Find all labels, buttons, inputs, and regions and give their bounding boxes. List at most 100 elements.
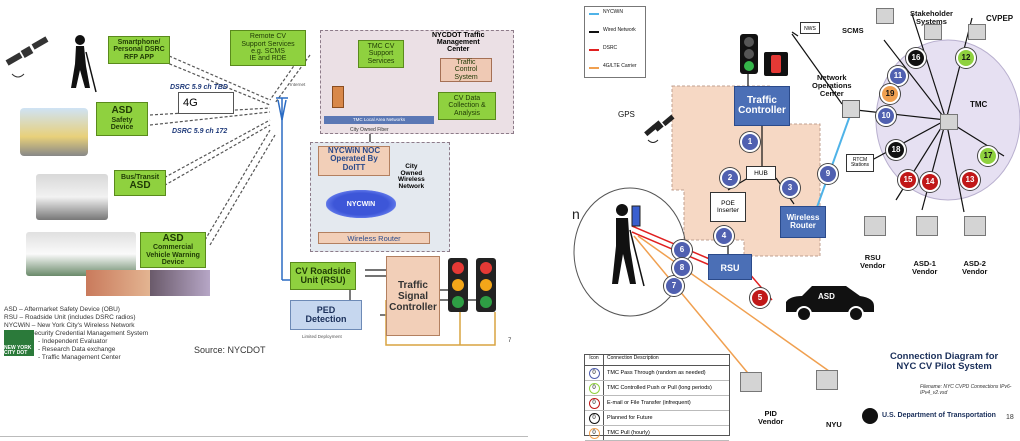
node-12: 12 xyxy=(956,48,976,68)
traffic-signal-icon xyxy=(448,258,468,312)
asd-safety-sub: Safety Device xyxy=(110,116,134,132)
tmc-label: TMC xyxy=(970,100,988,109)
legend-label: NYCWiN xyxy=(603,9,623,15)
node-2: 2 xyxy=(720,168,740,188)
left-legend: ASD – Aftermarket Safety Device (OBU) RS… xyxy=(4,306,204,362)
table-description-cell: TMC Pull (hourly) xyxy=(607,430,650,436)
asd-safety-title: ASD xyxy=(111,105,133,117)
node-4: 4 xyxy=(714,226,734,246)
table-row: 0 E-mail or File Transfer (infrequent) xyxy=(585,396,729,411)
server-icon xyxy=(816,370,838,390)
left-slide: Smartphone/ Personal DSRC RFP APP ASD Sa… xyxy=(0,30,528,437)
node-8: 8 xyxy=(672,258,692,278)
traffic-signal-icon xyxy=(740,34,758,74)
gps-label: GPS xyxy=(618,110,635,119)
ped-detection-box: PED Detection xyxy=(290,300,362,330)
bus-image xyxy=(36,174,108,220)
satellite-icon xyxy=(5,36,49,78)
node-3: 3 xyxy=(780,178,800,198)
pid-vendor-label: PID Vendor xyxy=(758,409,784,426)
filename-label: Filename: NYC CVPD Connections IPv6- IPv… xyxy=(920,384,1012,396)
nyu-label: NYU xyxy=(826,420,842,429)
fiber-label: City Owned Fiber xyxy=(350,127,389,133)
bus-transit-box: Bus/Transit ASD xyxy=(114,170,166,196)
table-icon-cell: 0 xyxy=(585,381,604,395)
node-5: 5 xyxy=(750,288,770,308)
node-17: 17 xyxy=(978,146,998,166)
server-icon xyxy=(964,216,986,236)
smartphone-box: Smartphone/ Personal DSRC RFP APP xyxy=(108,36,170,64)
wireless-router-box: Wireless Router xyxy=(780,206,826,238)
limited-label: Limited Deployment xyxy=(302,334,342,339)
server-icon xyxy=(842,100,860,118)
table-description-cell: E-mail or File Transfer (infrequent) xyxy=(607,400,691,406)
node-7: 7 xyxy=(664,276,684,296)
server-icon xyxy=(916,216,938,236)
truck-image xyxy=(26,232,136,276)
noc-label: Network Operations Center xyxy=(812,73,852,98)
taxi-image xyxy=(20,108,88,156)
table-row: 0 Planned for Future xyxy=(585,411,729,426)
usdot-label: U.S. Department of Transportation xyxy=(882,412,996,419)
legend-label: 4G/LTE Carrier xyxy=(603,63,637,69)
tsc-box: Traffic Signal Controller xyxy=(386,256,440,336)
legend-line: ASD – Aftermarket Safety Device (OBU) xyxy=(4,306,120,313)
scms-label: SCMS xyxy=(842,26,864,35)
fourg-box: 4G xyxy=(178,92,234,114)
dashboard-photo xyxy=(150,270,210,296)
table-description-cell: TMC Controlled Push or Pull (long period… xyxy=(607,385,712,391)
city-wireless-label: City Owned Wireless Network xyxy=(398,163,425,190)
connection-circle-icon: 0 xyxy=(588,427,600,439)
node-6: 6 xyxy=(672,240,692,260)
table-description-cell: TMC Pass Through (random as needed) xyxy=(607,370,706,376)
pedestrian-icon xyxy=(71,35,97,93)
legend-line: - Independent Evaluator xyxy=(38,338,108,345)
node-15: 15 xyxy=(898,170,918,190)
diagram-title: Connection Diagram for NYC CV Pilot Syst… xyxy=(890,351,999,373)
legend-label: DSRC xyxy=(603,45,618,51)
legend-line: - Research Data exchange xyxy=(38,346,116,353)
server-icon xyxy=(864,216,886,236)
server-icon xyxy=(968,24,986,40)
internet-label: Internet xyxy=(290,82,306,87)
noc-box: NYCWiN NOC Operated By DoITT xyxy=(318,146,390,176)
connection-circle-icon: 0 xyxy=(588,397,600,409)
stakeholder-label: Stakeholder Systems xyxy=(910,9,953,26)
node-16: 16 xyxy=(906,48,926,68)
legend-line: RSU – Roadside Unit (includes DSRC radio… xyxy=(4,314,136,321)
nycwin-cloud: NYCWIN xyxy=(326,190,396,218)
pedestrian-icon xyxy=(612,204,645,287)
node-1: 1 xyxy=(740,132,760,152)
node-18: 18 xyxy=(886,140,906,160)
legend-line: - Traffic Management Center xyxy=(38,354,121,361)
pedestrian-signal-icon xyxy=(764,52,788,76)
tmc-cv-box: TMC CV Support Services xyxy=(358,40,404,68)
left-page-number: 7 xyxy=(508,338,512,344)
table-header-cell: Icon xyxy=(585,355,604,365)
table-description-cell: Planned for Future xyxy=(607,415,653,421)
legend-swatch xyxy=(589,13,599,15)
server-icon xyxy=(940,114,958,130)
node-19: 19 xyxy=(880,84,900,104)
connection-circle-icon: 0 xyxy=(588,412,600,424)
table-icon-cell: 0 xyxy=(585,411,604,425)
server-icon xyxy=(876,8,894,24)
wireless-router-bar: Wireless Router xyxy=(318,232,430,244)
node-11: 11 xyxy=(888,66,908,86)
nws-box: NWS xyxy=(800,22,820,34)
server-icon xyxy=(332,86,344,108)
asd2-vendor-label: ASD-2 Vendor xyxy=(962,259,988,276)
table-icon-cell: 0 xyxy=(585,366,604,380)
asd1-vendor-label: ASD-1 Vendor xyxy=(912,259,938,276)
usdot-logo xyxy=(862,408,878,424)
legend-label: Wired Network xyxy=(603,27,636,33)
legend-line: SCMS – Security Credential Management Sy… xyxy=(4,330,149,337)
legend-swatch xyxy=(589,67,599,69)
cvpep-label: CVPEP xyxy=(986,14,1014,23)
traffic-controller-box: Traffic Controller xyxy=(734,86,790,126)
rsu-vendor-label: RSU Vendor xyxy=(860,253,886,270)
commercial-box: ASD Commercial Vehicle Warning Device xyxy=(140,232,206,268)
table-icon-cell: 0 xyxy=(585,396,604,410)
